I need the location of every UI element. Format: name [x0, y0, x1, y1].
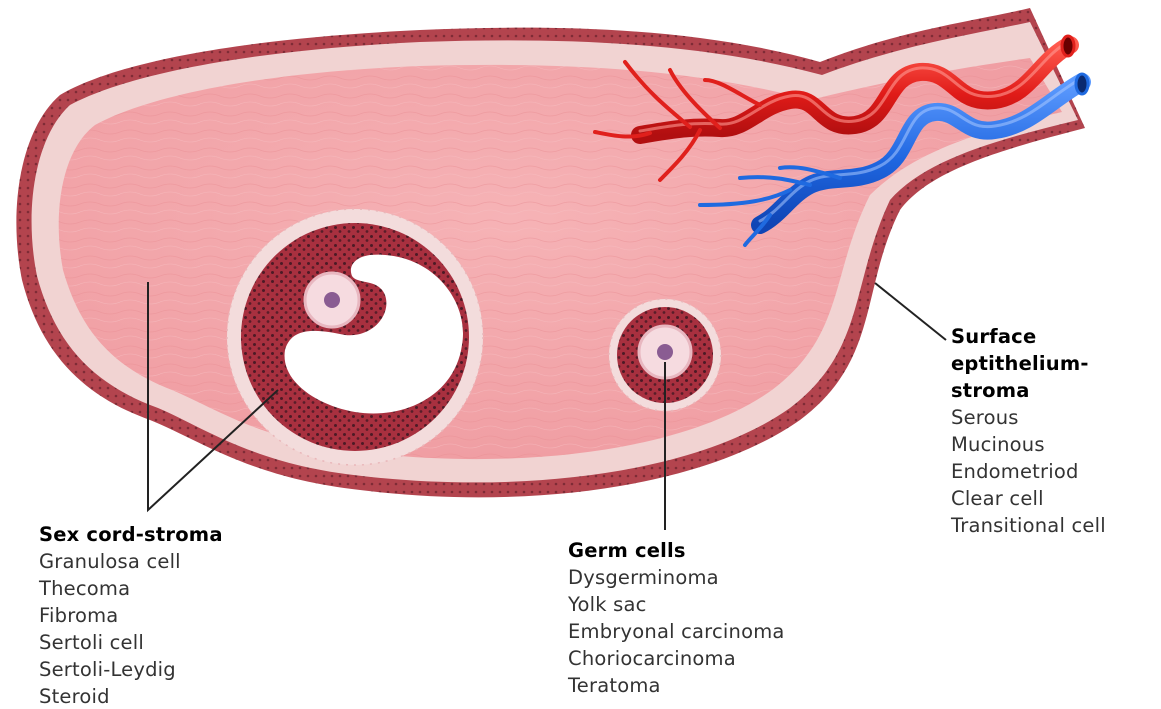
- item-thecoma: Thecoma: [39, 575, 223, 602]
- item-serous: Serous: [951, 404, 1106, 431]
- item-endometriod: Endometriod: [951, 458, 1106, 485]
- label-sex-cord-stroma: Sex cord-stroma Granulosa cell Thecoma F…: [39, 521, 223, 709]
- item-clear-cell: Clear cell: [951, 485, 1106, 512]
- item-choriocarcinoma: Choriocarcinoma: [568, 645, 785, 672]
- item-embryonal-carcinoma: Embryonal carcinoma: [568, 618, 785, 645]
- item-yolk-sac: Yolk sac: [568, 591, 785, 618]
- item-sertoli-cell: Sertoli cell: [39, 629, 223, 656]
- item-dysgerminoma: Dysgerminoma: [568, 564, 785, 591]
- label-surface-epithelium-stroma: Surface eptithelium- stroma Serous Mucin…: [951, 323, 1106, 539]
- item-granulosa-cell: Granulosa cell: [39, 548, 223, 575]
- item-fibroma: Fibroma: [39, 602, 223, 629]
- item-teratoma: Teratoma: [568, 672, 785, 699]
- item-steroid: Steroid: [39, 683, 223, 709]
- heading-surface-line-3: stroma: [951, 377, 1106, 404]
- primary-oocyte-nucleus: [657, 344, 673, 360]
- item-mucinous: Mucinous: [951, 431, 1106, 458]
- heading-surface-line-2: eptithelium-: [951, 350, 1106, 377]
- leader-surface-epithelium: [875, 283, 946, 340]
- heading-germ-cells: Germ cells: [568, 537, 785, 564]
- item-sertoli-leydig: Sertoli-Leydig: [39, 656, 223, 683]
- label-germ-cells: Germ cells Dysgerminoma Yolk sac Embryon…: [568, 537, 785, 699]
- heading-sex-cord-stroma: Sex cord-stroma: [39, 521, 223, 548]
- item-transitional-cell: Transitional cell: [951, 512, 1106, 539]
- antral-oocyte-nucleus: [324, 292, 340, 308]
- antral-follicle: [227, 209, 483, 465]
- heading-surface-line-1: Surface: [951, 323, 1106, 350]
